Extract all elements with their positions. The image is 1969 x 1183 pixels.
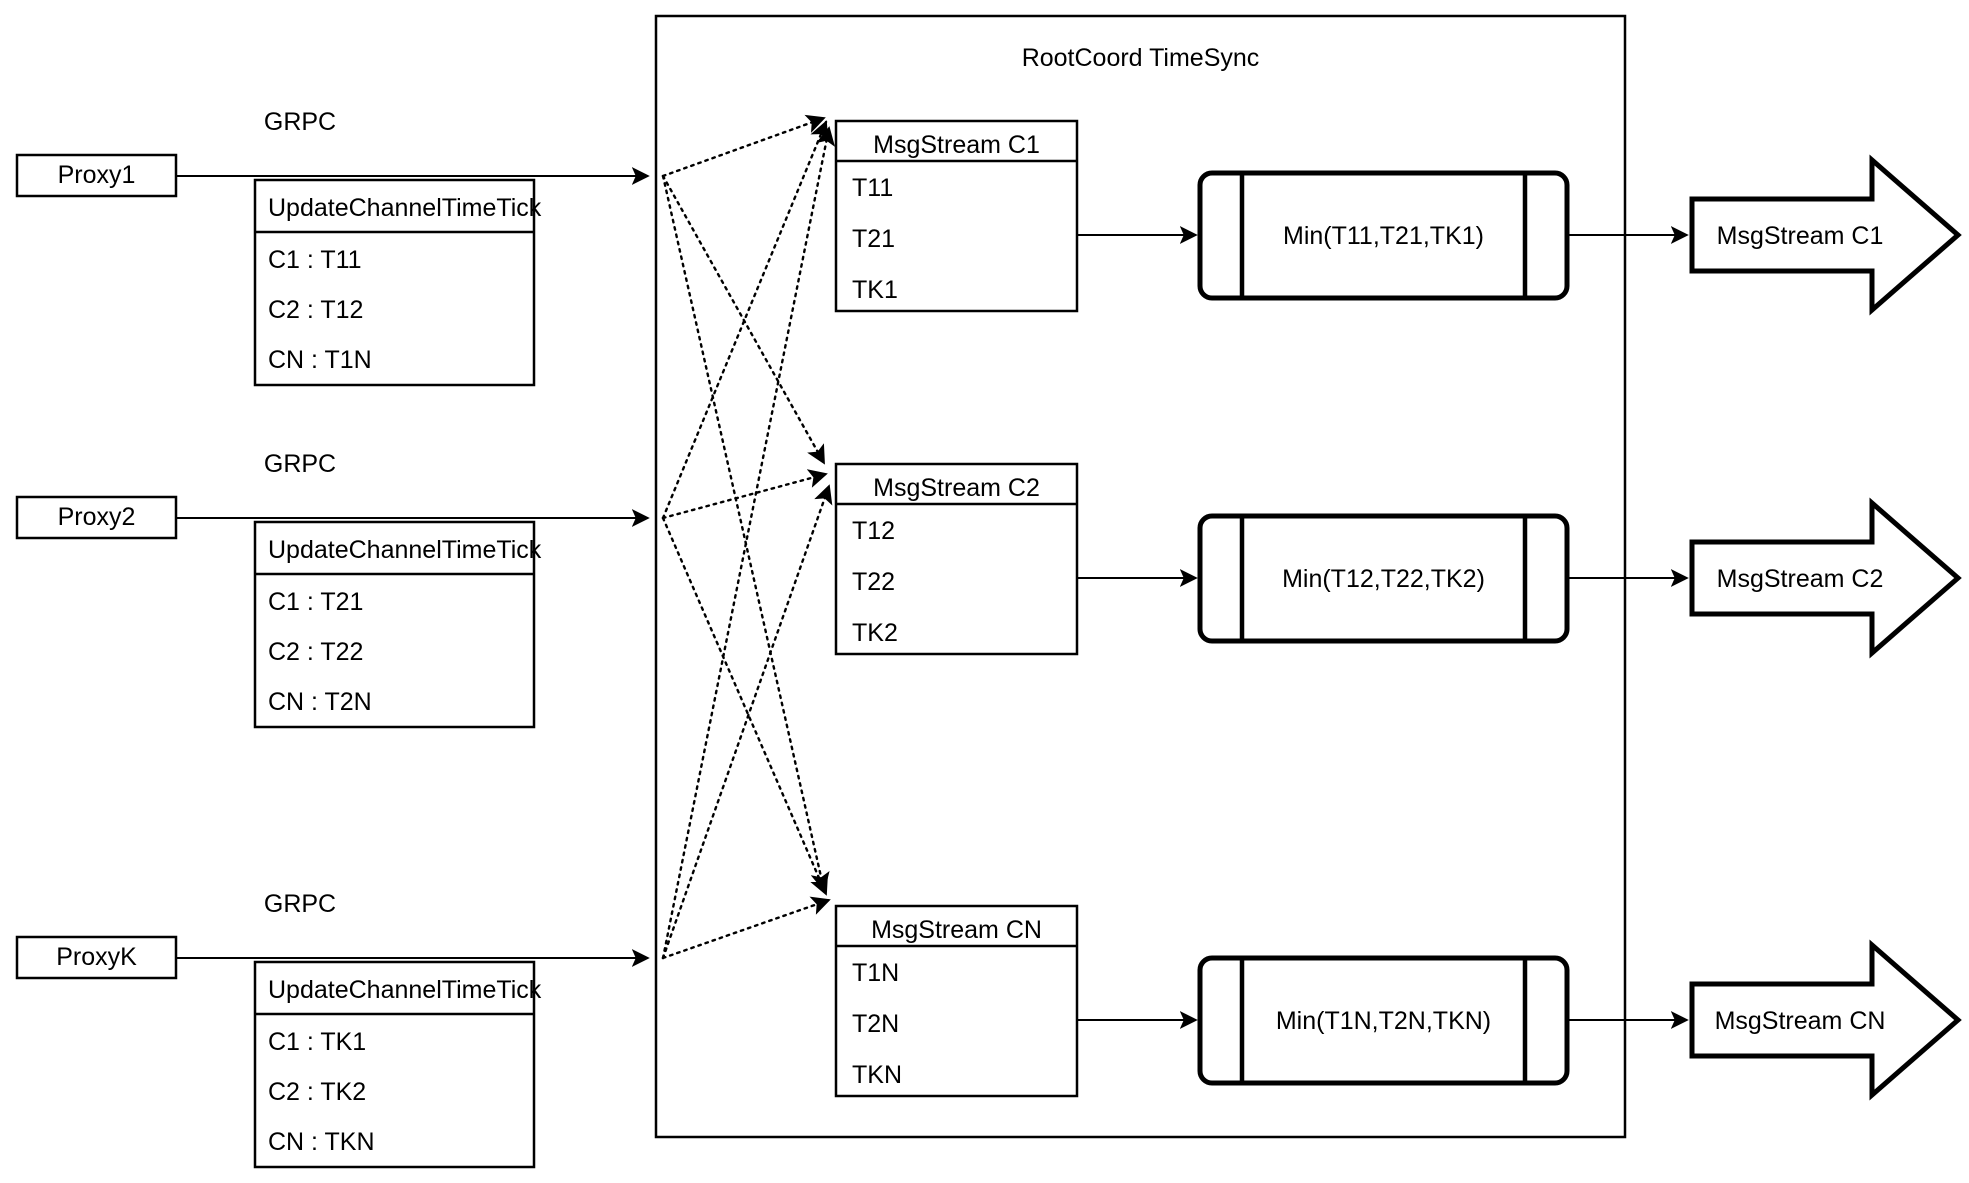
output-block-arrow-1 [1689, 154, 1962, 316]
mesh-line-1-1 [661, 114, 826, 178]
mesh-line-3-1 [661, 126, 836, 960]
mesh-line-2-2 [661, 469, 828, 520]
output-block-arrow-2 [1689, 497, 1962, 659]
mesh-line-1-3 [661, 174, 830, 892]
min-process-box-3 [1197, 955, 1570, 1086]
mesh-line-3-2 [661, 484, 833, 960]
rootcoord-container [654, 14, 1627, 1139]
min-process-box-1 [1197, 170, 1570, 301]
mesh-line-1-2 [661, 174, 826, 465]
output-block-arrow-3 [1689, 939, 1962, 1101]
mesh-line-2-3 [661, 516, 828, 896]
msgstream-box-2 [834, 462, 1079, 656]
mesh-line-3-3 [661, 896, 831, 960]
proxy1-box [15, 153, 178, 198]
msgstream-box-3 [834, 904, 1079, 1098]
min-process-box-2 [1197, 513, 1570, 644]
timetick-table-1 [253, 178, 536, 387]
timetick-table-3 [253, 960, 536, 1169]
msgstream-box-1 [834, 119, 1079, 313]
proxyk-box [15, 935, 178, 980]
timetick-table-2 [253, 520, 536, 729]
proxy2-box [15, 495, 178, 540]
